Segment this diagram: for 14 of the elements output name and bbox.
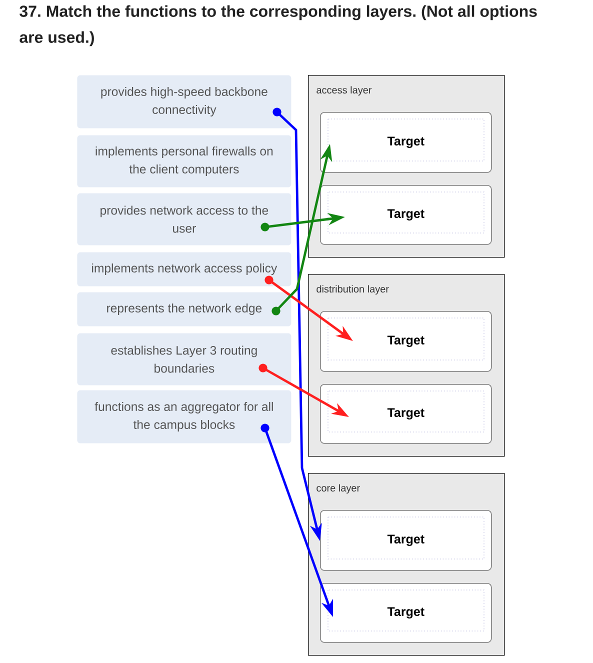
drop-target: Target (320, 384, 492, 444)
question-title: 37. Match the functions to the corresponding layers. (Not all options are used.) (20, 5, 537, 46)
drop-target: Target (320, 185, 492, 245)
option-card: represents the network edge (77, 292, 292, 326)
option-card: establishes Layer 3 routing boundaries (77, 333, 292, 386)
drop-target: Target (320, 583, 492, 643)
option-card: implements personal firewalls on the client computers (77, 135, 292, 188)
drop-target: Target (320, 112, 492, 173)
option-card: functions as an aggregator for all the campus blocks (77, 390, 292, 444)
option-card: provides high-speed backbone connectivity (77, 75, 292, 128)
drop-target: Target (320, 311, 492, 372)
option-card: implements network access policy (77, 252, 292, 286)
drop-target: Target (320, 510, 492, 571)
option-card: provides network access to the user (77, 193, 292, 246)
